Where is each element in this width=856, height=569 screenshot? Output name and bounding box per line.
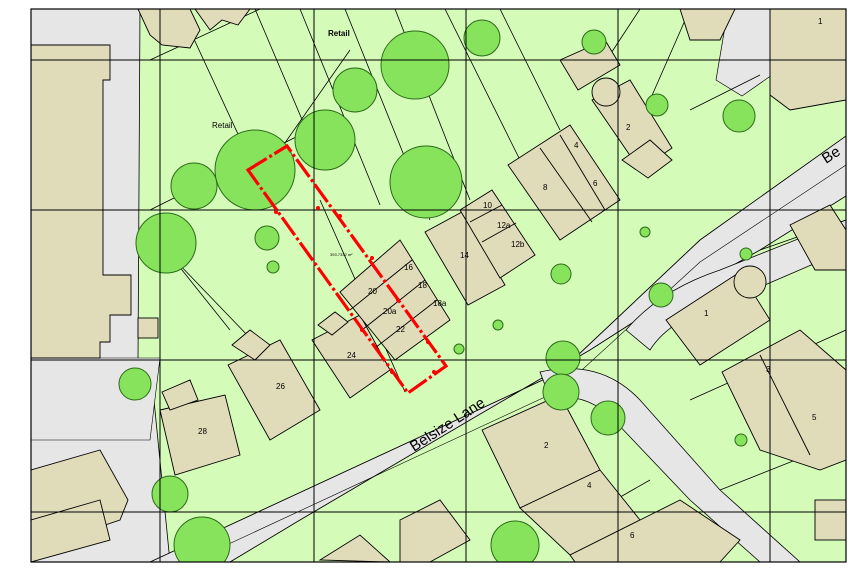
house-number-26: 26 (276, 382, 285, 391)
house-number-20a: 20a (383, 307, 397, 316)
house-number-3-right: 3 (766, 365, 771, 374)
house-number-6-bottom: 6 (630, 531, 635, 540)
tree (332, 67, 378, 113)
house-number-18a: 18a (433, 299, 447, 308)
tree (151, 475, 189, 513)
tree (170, 162, 218, 210)
tree (542, 373, 580, 411)
house-number-12a: 12a (497, 221, 511, 230)
tree (545, 340, 581, 376)
building-14 (424, 211, 506, 306)
tree (118, 367, 152, 401)
house-number-22: 22 (396, 325, 405, 334)
tree (639, 226, 651, 238)
bottom-row-building (318, 534, 391, 562)
building-26-annex (231, 329, 271, 361)
house-number-1-right: 1 (704, 309, 709, 318)
top-building (194, 9, 251, 31)
area-label-retail-left: Retail (212, 121, 233, 130)
tree (463, 19, 501, 57)
large-commercial-building (31, 44, 132, 359)
house-number-4-top: 4 (574, 141, 579, 150)
bottom-left-building-2 (31, 499, 111, 562)
tree (453, 343, 465, 355)
house-number-1-top: 1 (818, 17, 823, 26)
tree (135, 212, 197, 274)
tree (214, 129, 296, 211)
tree (550, 263, 572, 285)
house-number-2-bottom: 2 (544, 441, 549, 450)
house-number-20: 20 (368, 287, 377, 296)
tree (380, 30, 450, 100)
top-left-building (137, 9, 201, 49)
tree (490, 520, 540, 562)
building-6-bottom (569, 499, 741, 562)
tree (581, 29, 607, 55)
house-number-2-top: 2 (626, 123, 631, 132)
tree (389, 145, 463, 219)
house-number-18: 18 (418, 281, 427, 290)
right-edge-building (789, 204, 846, 271)
tree (294, 109, 356, 171)
top-right-building-2 (679, 9, 736, 41)
house-number-28: 28 (198, 427, 207, 436)
small-outbuilding (137, 317, 159, 339)
map-border (30, 8, 847, 563)
tree (722, 99, 756, 133)
house-number-4-bottom: 4 (587, 481, 592, 490)
area-label-retail-top: Retail (328, 29, 350, 38)
building-2-annex (621, 139, 673, 179)
map-grid (31, 9, 846, 562)
north-lane-road (715, 9, 773, 97)
building-10-12b (459, 189, 536, 279)
site-area-label: 393.7332 m² (330, 252, 353, 257)
tree (739, 247, 753, 261)
tree (734, 433, 748, 447)
buildings-3-5 (721, 329, 846, 471)
tree (590, 400, 626, 436)
site-boundary-nodes (274, 206, 436, 374)
house-number-16: 16 (404, 263, 413, 272)
site-boundary[interactable] (245, 143, 449, 396)
tree (173, 516, 231, 562)
house-number-6-top: 6 (593, 179, 598, 188)
tree (266, 260, 280, 274)
tree (254, 225, 280, 251)
bottom-row-building-2 (399, 499, 471, 562)
building-24-annex (317, 311, 349, 336)
tree (645, 93, 669, 117)
house-number-24: 24 (347, 351, 356, 360)
tree (648, 282, 674, 308)
tree (492, 319, 504, 331)
house-number-12b: 12b (511, 240, 525, 249)
buildings (31, 9, 846, 562)
house-number-5-right: 5 (812, 413, 817, 422)
house-number-10: 10 (483, 201, 492, 210)
building-28 (159, 394, 241, 476)
terrace-16-22 (339, 239, 451, 361)
house-number-14: 14 (460, 251, 469, 260)
trees (118, 19, 756, 562)
building-28-annex (161, 379, 199, 411)
house-number-8: 8 (543, 183, 548, 192)
